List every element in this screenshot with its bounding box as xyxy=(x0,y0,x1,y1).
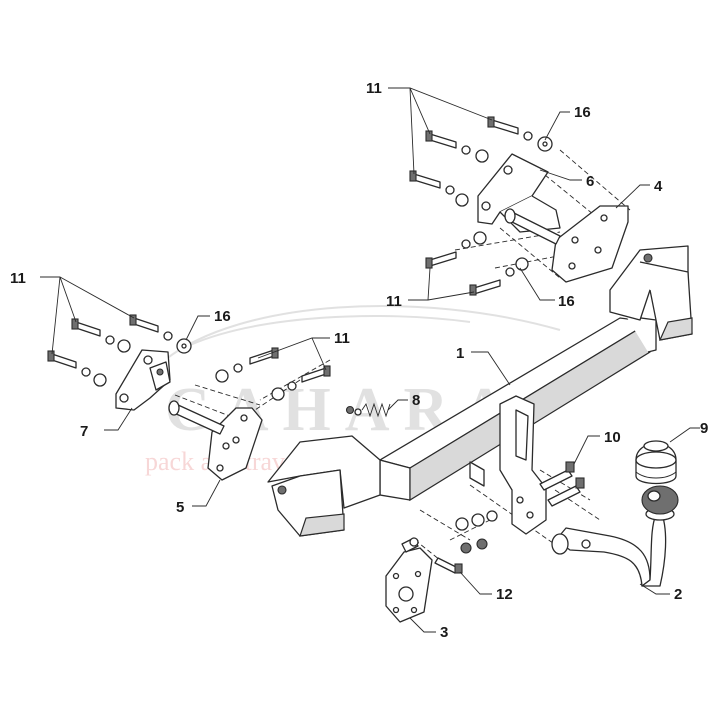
leader-lines xyxy=(40,87,700,633)
callout-7: 7 xyxy=(80,423,88,440)
spring-8 xyxy=(345,402,391,418)
callout-3: 3 xyxy=(440,624,448,641)
center-bracket xyxy=(469,395,547,535)
callout-1: 1 xyxy=(456,345,464,362)
callout-9: 9 xyxy=(700,420,708,437)
plate-4 xyxy=(504,205,629,283)
callout-11-center-left: 11 xyxy=(334,330,350,347)
fasteners xyxy=(47,116,585,574)
plate-5 xyxy=(168,400,263,481)
ball-cap-9 xyxy=(635,440,677,485)
callout-11-left: 11 xyxy=(10,270,26,287)
callout-16-left: 16 xyxy=(214,308,231,325)
towball-2 xyxy=(551,485,679,587)
callout-5: 5 xyxy=(176,499,184,516)
watermark-swoosh-2 xyxy=(189,314,471,346)
watermark: CAHARA pack and travel xyxy=(145,305,561,476)
small-tab xyxy=(469,461,485,487)
callout-10: 10 xyxy=(604,429,621,446)
callout-6: 6 xyxy=(586,173,594,190)
callout-labels: 11 16 6 4 11 16 11 16 11 1 8 10 9 7 5 12… xyxy=(10,80,708,641)
callout-11-mid: 11 xyxy=(386,293,402,310)
right-side-bracket xyxy=(609,245,693,341)
socket-plate-3 xyxy=(385,537,433,623)
callout-2: 2 xyxy=(674,586,682,603)
callout-16-right: 16 xyxy=(558,293,575,310)
callout-11-top: 11 xyxy=(366,80,382,97)
watermark-swoosh xyxy=(164,305,561,361)
bracket-6 xyxy=(477,153,561,233)
callout-12: 12 xyxy=(496,586,513,603)
callout-4: 4 xyxy=(654,178,663,195)
callout-16-top: 16 xyxy=(574,104,591,121)
bracket-7 xyxy=(115,349,171,411)
left-side-bracket xyxy=(267,435,381,537)
callout-8: 8 xyxy=(412,392,420,409)
